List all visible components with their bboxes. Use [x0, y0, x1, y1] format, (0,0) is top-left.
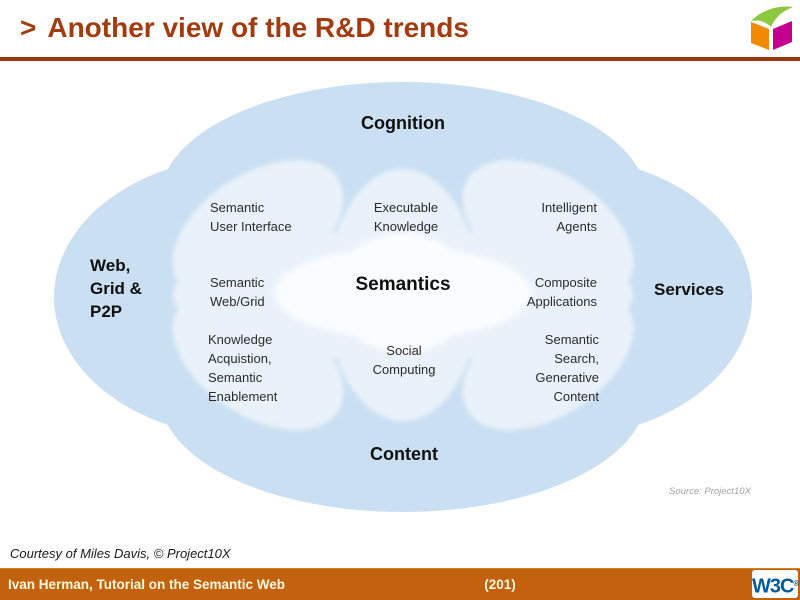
- overlap-label-semantic-user-interface: Semantic User Interface: [210, 200, 292, 234]
- source-note: Source: Project10X: [669, 486, 751, 497]
- logo-leaf-shape: [751, 6, 793, 28]
- region-label-cognition: Cognition: [361, 113, 445, 133]
- overlap-label-social-computing: Social Computing: [372, 343, 436, 377]
- w3c-logo: W3C®: [752, 570, 800, 598]
- footer-page-number: (201): [484, 577, 516, 592]
- region-label-semantics: Semantics: [355, 274, 451, 295]
- w3c-logo-text: W3C: [752, 575, 794, 598]
- footer-bar: Ivan Herman, Tutorial on the Semantic We…: [0, 568, 800, 600]
- credit-line: Courtesy of Miles Davis, © Project10X: [10, 546, 231, 561]
- logo-right-face: [773, 21, 792, 50]
- title-bullet: >: [20, 12, 37, 43]
- region-label-services: Services: [654, 280, 724, 299]
- overlap-label-composite-applications: Composite Applications: [526, 275, 597, 309]
- overlap-label-semantic-web-grid: Semantic Web/Grid: [210, 275, 265, 309]
- title-divider: [0, 57, 800, 61]
- overlap-label-intelligent-agents: Intelligent Agents: [541, 200, 597, 234]
- logo-left-face: [751, 22, 769, 50]
- overlap-label-semantic-search: Semantic Search, Generative Content: [535, 332, 599, 404]
- footer-author: Ivan Herman, Tutorial on the Semantic We…: [8, 577, 286, 592]
- sweo-cube-logo: [751, 6, 793, 50]
- region-label-web-grid-p2p: Web, Grid & P2P: [90, 256, 142, 321]
- title-text: Another view of the R&D trends: [47, 12, 469, 43]
- overlap-label-executable-knowledge: Executable Knowledge: [373, 200, 439, 234]
- page-title: > Another view of the R&D trends: [20, 12, 469, 44]
- w3c-registered-mark: ®: [793, 579, 800, 588]
- overlap-label-knowledge-acquisition: Knowledge Acquistion, Semantic Enablemen…: [208, 332, 278, 404]
- region-label-content: Content: [370, 444, 438, 464]
